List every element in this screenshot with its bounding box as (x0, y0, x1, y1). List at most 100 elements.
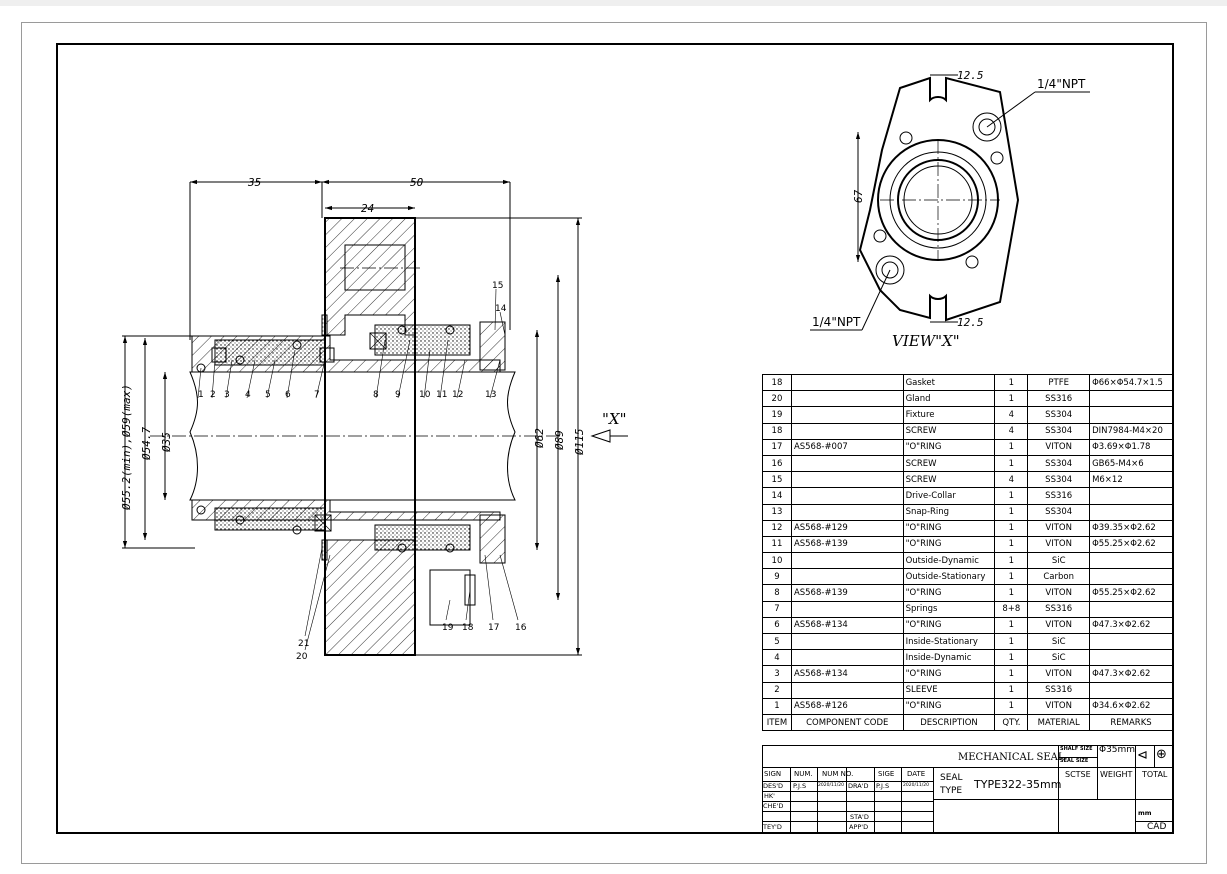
bom-cell-rem (1089, 487, 1173, 505)
bom-cell-mat: VITON (1027, 519, 1091, 537)
bom-cell-rem (1089, 649, 1173, 667)
bom-cell-item: 6 (762, 616, 792, 635)
shaft-size-label: SHALF SIZE (1060, 746, 1093, 752)
tb-teyd: TEY'D (763, 823, 782, 831)
balloon-18: 18 (462, 623, 474, 633)
balloon-15: 15 (492, 281, 503, 291)
bom-cell-rem (1089, 390, 1173, 408)
bom-header-desc: DESCRIPTION (902, 713, 996, 732)
bom-cell-code (790, 487, 904, 505)
bom-cell-mat: SS316 (1027, 390, 1091, 408)
bom-cell-mat: SiC (1027, 649, 1091, 667)
tb-ched: CHE'D (763, 802, 784, 810)
balloon-9: 9 (395, 390, 401, 400)
bom-cell-desc: "O"RING (902, 584, 996, 602)
bom-cell-mat: SS316 (1027, 600, 1091, 618)
bom-cell-item: 4 (762, 649, 792, 667)
bom-cell-qty: 1 (994, 649, 1029, 667)
bom-cell-qty: 4 (994, 422, 1029, 440)
bom-cell-qty: 4 (994, 406, 1029, 424)
bom-cell-desc: Outside-Dynamic (902, 552, 996, 570)
bom-header-code: COMPONENT CODE (790, 713, 904, 732)
bom-cell-qty: 1 (994, 438, 1029, 456)
bom-cell-mat: SS304 (1027, 406, 1091, 424)
bom-cell-qty: 1 (994, 697, 1029, 715)
bom-cell-desc: "O"RING (902, 438, 996, 456)
bom-cell-desc: SLEEVE (902, 681, 996, 699)
bom-cell-item: 3 (762, 665, 792, 683)
bom-cell-rem: GB65-M4×6 (1089, 454, 1173, 473)
dim-50-length: 50 (410, 176, 424, 189)
bom-cell-rem: Φ55.25×Φ2.62 (1089, 584, 1173, 602)
bom-cell-mat: SS304 (1027, 503, 1091, 521)
balloon-20: 20 (296, 652, 308, 662)
tb-num-no: NUM NO. (822, 770, 854, 778)
bom-cell-desc: Fixture (902, 406, 996, 424)
tb-appd: APP'D (849, 823, 869, 831)
bom-cell-desc: Snap-Ring (902, 503, 996, 521)
balloon-11: 11 (436, 390, 447, 400)
balloon-6: 6 (285, 390, 291, 400)
bom-header-remarks: REMARKS (1089, 713, 1173, 732)
tb-drad: DRA'D (848, 782, 869, 790)
tb-sctse: SCTSE (1065, 770, 1091, 779)
bom-cell-rem: Φ47.3×Φ2.62 (1089, 616, 1173, 635)
bom-cell-code (790, 649, 904, 667)
bom-cell-qty: 1 (994, 568, 1029, 586)
crosshair-symbol-icon: ⊕ (1156, 747, 1167, 762)
npt-label-top: 1/4"NPT (1037, 77, 1086, 91)
bom-header-material: MATERIAL (1027, 713, 1091, 732)
bom-cell-code: AS568-#007 (790, 438, 904, 456)
tb-desd: DES'D (763, 782, 784, 790)
tb-pjs-1: P.J.S (793, 782, 807, 790)
tb-cad: CAD (1147, 822, 1167, 832)
bom-cell-mat: SS316 (1027, 681, 1091, 699)
shaft-size-value: Φ35mm (1099, 745, 1136, 755)
bom-cell-rem (1089, 632, 1173, 651)
balloon-5: 5 (265, 390, 271, 400)
tb-date: DATE (907, 770, 926, 778)
balloon-17: 17 (488, 623, 499, 633)
bom-cell-rem (1089, 600, 1173, 618)
bom-cell-qty: 1 (994, 487, 1029, 505)
drawing-frame (56, 43, 1174, 834)
bom-cell-rem: Φ39.35×Φ2.62 (1089, 519, 1173, 537)
bom-cell-rem: Φ3.69×Φ1.78 (1089, 438, 1173, 456)
bom-cell-code (790, 681, 904, 699)
bom-cell-code (790, 632, 904, 651)
balloon-7: 7 (314, 390, 320, 400)
bom-cell-code: AS568-#126 (790, 697, 904, 715)
npt-label-bottom: 1/4"NPT (812, 315, 861, 329)
bom-cell-desc: Springs (902, 600, 996, 618)
bom-cell-rem: Φ66×Φ54.7×1.5 (1089, 373, 1173, 392)
bom-cell-desc: SCREW (902, 471, 996, 489)
tb-total: TOTAL (1142, 770, 1168, 779)
title-block: MECHANICAL SEAL SHALF SIZE SEAL SIZE Φ35… (762, 745, 1173, 833)
bom-cell-mat: SS304 (1027, 454, 1091, 473)
bom-cell-qty: 1 (994, 503, 1029, 521)
bom-cell-mat: VITON (1027, 697, 1091, 715)
bom-cell-rem: Φ34.6×Φ2.62 (1089, 697, 1173, 715)
balloon-8: 8 (373, 390, 379, 400)
bom-cell-item: 9 (762, 568, 792, 586)
bom-cell-item: 18 (762, 373, 792, 392)
dim-35-diameter: Ø35 (160, 432, 173, 452)
balloon-13: 13 (485, 390, 496, 400)
balloon-16: 16 (515, 623, 527, 633)
bom-cell-desc: "O"RING (902, 697, 996, 715)
balloon-1: 1 (198, 390, 204, 400)
tb-pjs-2: P.J.S (876, 782, 890, 790)
bom-cell-rem: DIN7984-M4×20 (1089, 422, 1173, 440)
